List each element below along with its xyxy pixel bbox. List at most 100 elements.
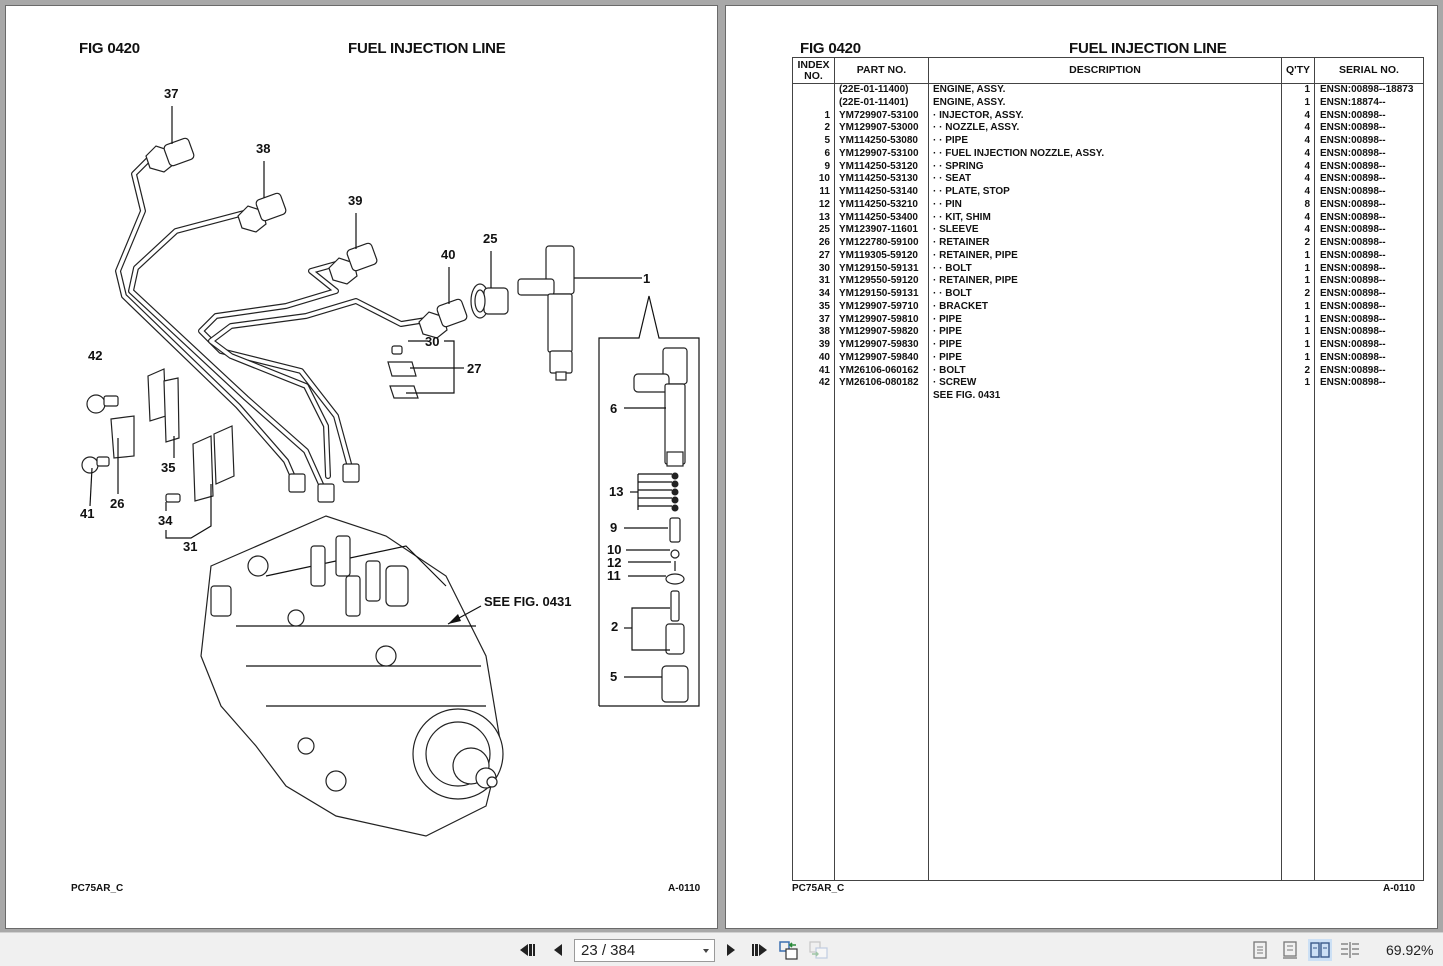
view-facing-button[interactable] — [1308, 939, 1332, 961]
qty-cell: 4 — [1281, 173, 1315, 186]
callout-10: 10 — [607, 542, 621, 557]
part-no-cell: YM26106-060162 — [834, 364, 929, 378]
qty-cell: 1 — [1281, 339, 1315, 352]
injection-pipes — [115, 151, 429, 494]
part-no-cell: YM129907-59840 — [834, 351, 929, 365]
description-cell: · · FUEL INJECTION NOZZLE, ASSY. — [928, 147, 1282, 161]
empty-cell — [1314, 402, 1424, 882]
zoom-level[interactable]: 69.92% — [1386, 942, 1434, 958]
index-cell: 40 — [792, 351, 835, 365]
serial-cell: ENSN:00898-- — [1314, 377, 1424, 390]
callout-12: 12 — [607, 555, 621, 570]
page-parts-list: FIG 0420 FUEL INJECTION LINE INDEX NO. P… — [725, 5, 1438, 929]
col-serial: SERIAL NO. — [1314, 57, 1424, 84]
first-page-button[interactable] — [518, 940, 538, 960]
continuous-facing-icon — [1341, 942, 1359, 958]
description-cell: · PIPE — [928, 313, 1282, 327]
callout-38: 38 — [256, 141, 270, 156]
serial-cell: ENSN:00898-- — [1314, 147, 1424, 161]
part-no-cell: YM26106-080182 — [834, 377, 929, 390]
next-view-icon — [809, 941, 828, 959]
previous-view-button[interactable] — [779, 940, 799, 960]
serial-cell: ENSN:00898-- — [1314, 313, 1424, 327]
description-cell: · · BOLT — [928, 262, 1282, 276]
description-cell: · SLEEVE — [928, 224, 1282, 237]
col-description: DESCRIPTION — [928, 57, 1282, 84]
page-number-select[interactable]: 23 / 384 — [574, 939, 715, 962]
qty-cell: 4 — [1281, 186, 1315, 199]
index-cell: 27 — [792, 249, 835, 263]
prev-page-button[interactable] — [548, 940, 568, 960]
qty-cell: 1 — [1281, 326, 1315, 339]
description-cell: · · NOZZLE, ASSY. — [928, 122, 1282, 135]
last-page-button[interactable] — [749, 940, 769, 960]
callout-41: 41 — [80, 506, 94, 521]
part-no-cell: YM129907-59810 — [834, 313, 929, 327]
continuous-page-icon — [1283, 941, 1297, 959]
callout-11: 11 — [607, 568, 621, 583]
serial-cell: ENSN:00898-- — [1314, 275, 1424, 288]
index-cell: 31 — [792, 275, 835, 288]
part-no-cell — [834, 390, 929, 403]
part-no-cell: YM114250-53210 — [834, 198, 929, 212]
callout-9: 9 — [610, 520, 617, 535]
qty-cell — [1281, 390, 1315, 403]
injection-pump-body — [200, 515, 504, 837]
description-cell: ENGINE, ASSY. — [928, 96, 1282, 110]
serial-cell: ENSN:00898--18873 — [1314, 83, 1424, 97]
previous-view-icon — [779, 941, 798, 960]
fig-label: FIG 0420 — [79, 40, 140, 57]
qty-cell: 1 — [1281, 300, 1315, 314]
empty-cell — [792, 402, 835, 882]
serial-cell: ENSN:00898-- — [1314, 224, 1424, 237]
serial-cell: ENSN:00898-- — [1314, 351, 1424, 365]
index-cell: 38 — [792, 326, 835, 339]
serial-cell: ENSN:00898-- — [1314, 109, 1424, 123]
prev-page-icon — [554, 944, 562, 956]
table-row: SEE FIG. 0431 — [792, 390, 1424, 403]
view-single-page-button[interactable] — [1248, 939, 1272, 961]
serial-cell: ENSN:00898-- — [1314, 300, 1424, 314]
callout-40: 40 — [441, 247, 455, 262]
col-qty: Q'TY — [1281, 57, 1315, 84]
empty-cell — [834, 402, 929, 882]
qty-cell: 1 — [1281, 249, 1315, 263]
view-continuous-button[interactable] — [1278, 939, 1302, 961]
serial-cell: ENSN:00898-- — [1314, 186, 1424, 199]
single-page-icon — [1253, 941, 1267, 959]
part-no-cell: YM114250-53080 — [834, 135, 929, 148]
qty-cell: 4 — [1281, 122, 1315, 135]
next-page-button[interactable] — [721, 940, 741, 960]
part-no-cell: YM114250-53120 — [834, 160, 929, 174]
description-cell: · PIPE — [928, 326, 1282, 339]
next-view-button[interactable] — [809, 940, 829, 960]
serial-cell: ENSN:00898-- — [1314, 288, 1424, 301]
footer-page-code: A-0110 — [1383, 883, 1416, 894]
qty-cell: 4 — [1281, 147, 1315, 161]
first-page-icon — [520, 944, 535, 956]
index-cell — [792, 83, 835, 97]
index-cell: 30 — [792, 262, 835, 276]
injector-assy-part — [517, 245, 575, 381]
serial-cell: ENSN:00898-- — [1314, 173, 1424, 186]
description-cell: · PIPE — [928, 339, 1282, 352]
part-no-cell: (22E-01-11400) — [834, 83, 929, 97]
serial-cell: ENSN:00898-- — [1314, 122, 1424, 135]
navigation-toolbar: 23 / 384 69.92% — [0, 932, 1443, 966]
col-index: INDEX NO. — [792, 57, 835, 84]
part-no-cell: YM729907-53100 — [834, 109, 929, 123]
page-number-value: 23 / 384 — [581, 942, 636, 959]
index-cell: 1 — [792, 109, 835, 123]
view-continuous-facing-button[interactable] — [1338, 939, 1362, 961]
page-title: FUEL INJECTION LINE — [348, 40, 506, 57]
